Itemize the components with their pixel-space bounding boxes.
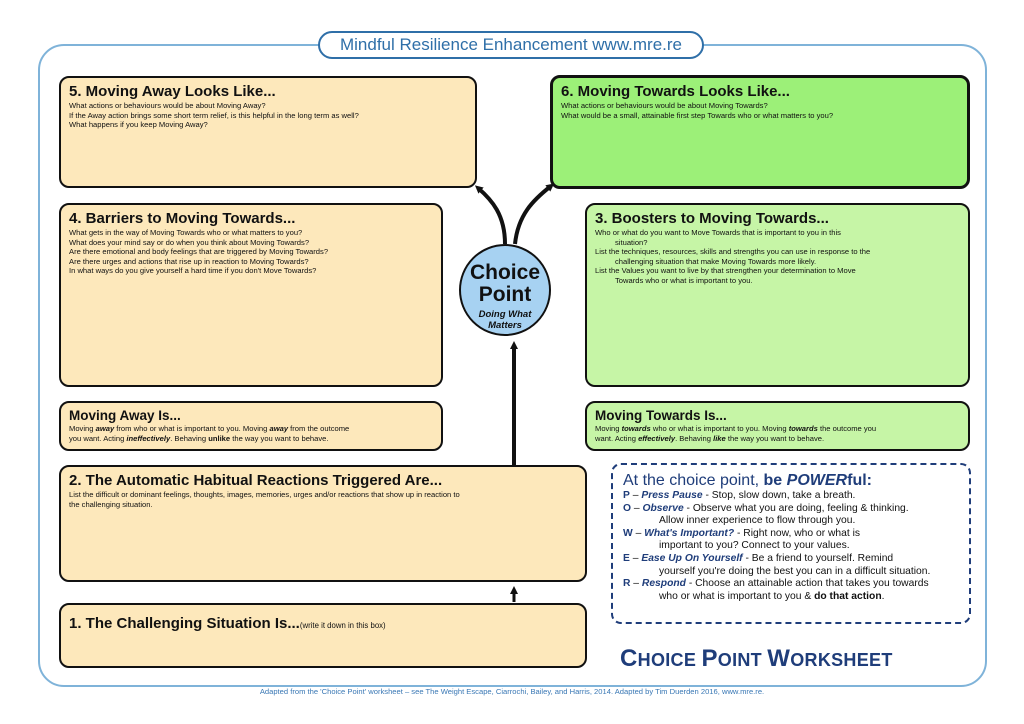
box2-line: the challenging situation. <box>69 499 153 509</box>
box6-line: What actions or behaviours would be abou… <box>561 101 768 110</box>
box2-title: 2. The Automatic Habitual Reactions Trig… <box>69 472 443 489</box>
automatic-reactions-box[interactable]: 2. The Automatic Habitual Reactions Trig… <box>59 465 587 582</box>
box3-title: 3. Boosters to Moving Towards... <box>595 210 829 227</box>
away-is-line: Moving away from who or what is importan… <box>69 424 350 433</box>
box3-line: List the techniques, resources, skills a… <box>595 247 871 257</box>
box1-title-text: 1. The Challenging Situation Is... <box>69 615 300 632</box>
powerful-item-o: O – Observe - Observe what you are doing… <box>623 502 909 514</box>
powerful-item-r: R – Respond - Choose an attainable actio… <box>623 578 929 590</box>
towards-is-line: Moving towards who or what is important … <box>595 424 877 433</box>
powerful-title: At the choice point, be POWERful: <box>623 472 872 489</box>
box3-line: Towards who or what is important to you. <box>615 275 753 285</box>
choice-point-title: Choice Point <box>461 262 549 306</box>
moving-towards-looks-like-box[interactable]: 6. Moving Towards Looks Like... What act… <box>550 75 970 189</box>
box3-line: challenging situation that make Moving T… <box>615 256 817 266</box>
challenging-situation-box[interactable]: 1. The Challenging Situation Is...(write… <box>59 603 587 668</box>
box6-title: 6. Moving Towards Looks Like... <box>561 83 790 100</box>
choice-title-line: Point <box>478 283 532 306</box>
box5-line: If the Away action brings some short ter… <box>69 110 359 120</box>
box3-line: Who or what do you want to Move Towards … <box>595 228 841 237</box>
box4-title: 4. Barriers to Moving Towards... <box>69 210 296 227</box>
boosters-box[interactable]: 3. Boosters to Moving Towards... Who or … <box>585 203 970 387</box>
moving-away-is-box: Moving Away Is... Moving away from who o… <box>59 401 443 451</box>
box1-note: (write it down in this box) <box>299 621 386 630</box>
box4-line: In what ways do you give yourself a hard… <box>69 266 317 276</box>
header-title: Mindful Resilience Enhancement www.mre.r… <box>318 31 704 59</box>
powerful-item-p: P – Press Pause - Stop, slow down, take … <box>623 490 856 501</box>
moving-towards-is-box: Moving Towards Is... Moving towards who … <box>585 401 970 451</box>
powerful-item-cont: Allow inner experience to flow through y… <box>659 515 856 527</box>
powerful-item-e: E – Ease Up On Yourself - Be a friend to… <box>623 552 894 564</box>
away-is-line: you want. Acting ineffectively. Behaving… <box>69 433 329 443</box>
towards-is-title: Moving Towards Is... <box>595 408 727 423</box>
box2-line: List the difficult or dominant feelings,… <box>69 490 460 499</box>
powerful-item-w: W – What's Important? - Right now, who o… <box>623 527 861 539</box>
choice-sub-line: Matters <box>488 320 522 331</box>
worksheet-title: CHOICE POINT WORKSHEET <box>620 645 893 672</box>
powerful-item-cont: who or what is important to you & do tha… <box>659 590 885 602</box>
towards-is-line: want. Acting effectively. Behaving like … <box>595 433 825 443</box>
box5-line: What happens if you keep Moving Away? <box>69 120 208 130</box>
box1-title: 1. The Challenging Situation Is...(write… <box>69 615 577 634</box>
moving-away-looks-like-box[interactable]: 5. Moving Away Looks Like... What action… <box>59 76 477 188</box>
barriers-box[interactable]: 4. Barriers to Moving Towards... What ge… <box>59 203 443 387</box>
choice-sub-line: Doing What <box>478 309 532 320</box>
box4-line: What does your mind say or do when you t… <box>69 237 310 247</box>
box3-line: List the Values you want to live by that… <box>595 266 856 276</box>
away-is-title: Moving Away Is... <box>69 408 181 423</box>
box3-line: situation? <box>615 237 648 247</box>
powerful-item-cont: important to you? Connect to your values… <box>659 540 850 552</box>
box4-line: Are there emotional and body feelings th… <box>69 247 329 257</box>
choice-title-line: Choice <box>469 261 540 284</box>
choice-point-subtitle: Doing What Matters <box>461 309 549 331</box>
footer-attribution: Adapted from the 'Choice Point' workshee… <box>259 687 765 696</box>
box4-line: Are there urges and actions that rise up… <box>69 256 309 266</box>
box4-line: What gets in the way of Moving Towards w… <box>69 228 303 237</box>
powerful-item-cont: yourself you're doing the best you can i… <box>659 565 931 577</box>
choice-point-circle: Choice Point Doing What Matters <box>459 244 551 336</box>
powerful-box: At the choice point, be POWERful: P – Pr… <box>611 463 971 624</box>
box6-line: What would be a small, attainable first … <box>561 110 834 120</box>
box5-line: What actions or behaviours would be abou… <box>69 101 266 110</box>
box5-title: 5. Moving Away Looks Like... <box>69 83 276 100</box>
